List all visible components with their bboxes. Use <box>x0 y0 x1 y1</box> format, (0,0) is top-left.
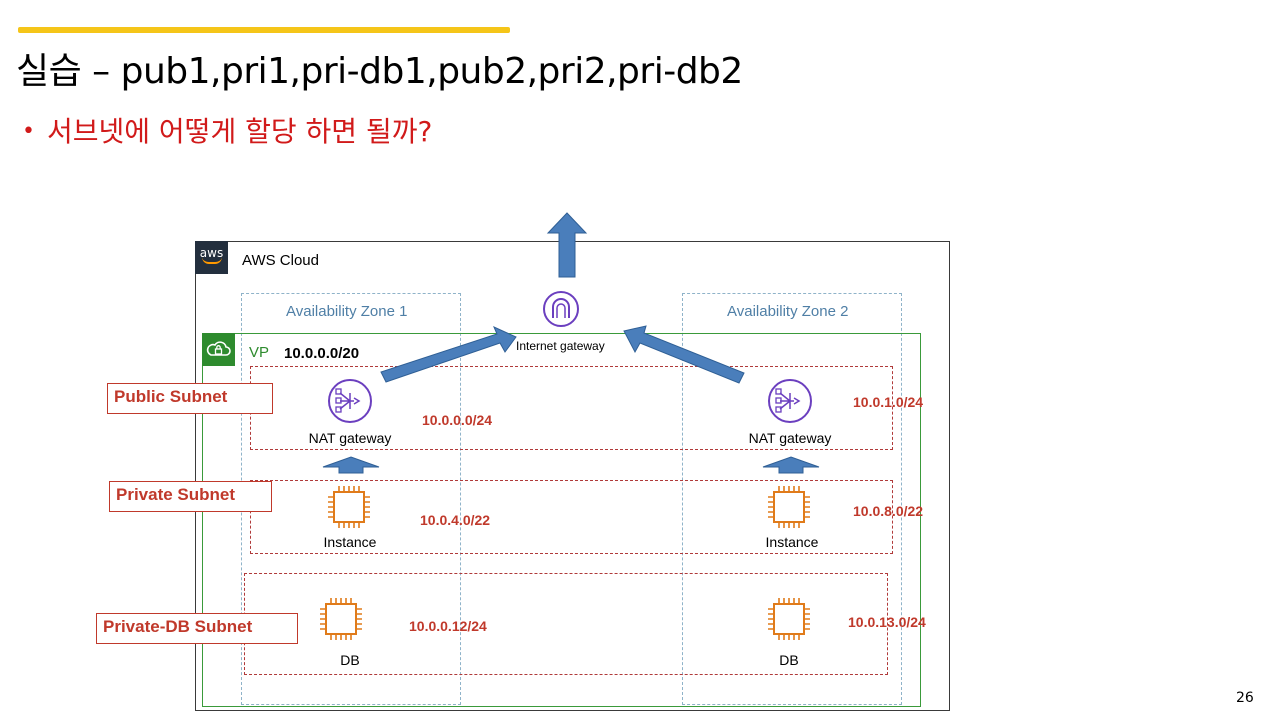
nat1-to-igw-arrow <box>380 326 517 383</box>
nat-gateway-label-az1: NAT gateway <box>308 430 392 446</box>
db-chip-icon-az1 <box>319 597 363 641</box>
db-label-az1: DB <box>340 652 360 668</box>
internet-arrow <box>546 212 588 278</box>
private-subnet-tag: Private Subnet <box>109 481 272 512</box>
private-subnet-box <box>250 480 893 554</box>
db-label-az2: DB <box>779 652 799 668</box>
bullet-dot: • <box>22 119 35 144</box>
aws-logo-text: aws <box>199 246 224 260</box>
db-chip-icon-az2 <box>767 597 811 641</box>
nat-gateway-icon-az1 <box>328 379 372 423</box>
instance-chip-icon-az1 <box>327 485 371 529</box>
aws-logo-icon: aws <box>195 241 228 274</box>
private-db-subnet-tag: Private-DB Subnet <box>96 613 298 644</box>
nat2-to-igw-arrow <box>623 325 745 384</box>
internet-gateway-icon <box>543 291 579 327</box>
vpc-label: VP <box>249 344 270 361</box>
bullet-text: 서브넷에 어떻게 할당 하면 될까? <box>46 115 433 148</box>
instance-label-az1: Instance <box>323 534 377 550</box>
public-subnet-tag: Public Subnet <box>107 383 273 414</box>
internet-gateway-label: Internet gateway <box>516 339 605 353</box>
vpc-boundary <box>202 333 921 707</box>
slide-title: 실습 – pub1,pri1,pri-db1,pub2,pri2,pri-db2 <box>16 51 743 92</box>
nat-gateway-label-az2: NAT gateway <box>748 430 832 446</box>
instance2-to-nat-arrow <box>762 456 820 474</box>
az1-label: Availability Zone 1 <box>286 303 408 320</box>
instance1-to-nat-arrow <box>322 456 380 474</box>
instance-chip-icon-az2 <box>767 485 811 529</box>
private-subnet-cidr-az1: 10.0.4.0/22 <box>420 512 491 528</box>
aws-cloud-label: AWS Cloud <box>242 252 319 269</box>
accent-bar <box>18 27 510 33</box>
public-subnet-cidr-az2: 10.0.1.0/24 <box>853 394 924 410</box>
db-subnet-cidr-az2: 10.0.13.0/24 <box>848 614 926 630</box>
instance-label-az2: Instance <box>765 534 819 550</box>
az2-label: Availability Zone 2 <box>727 303 849 320</box>
private-subnet-cidr-az2: 10.0.8.0/22 <box>853 503 924 519</box>
public-subnet-cidr-az1: 10.0.0.0/24 <box>422 412 493 428</box>
page-number: 26 <box>1236 690 1254 706</box>
vpc-cloud-lock-icon <box>202 333 235 366</box>
db-subnet-cidr-az1: 10.0.0.12/24 <box>409 618 487 634</box>
nat-gateway-icon-az2 <box>768 379 812 423</box>
availability-zone-2 <box>682 293 902 705</box>
vpc-cidr: 10.0.0.0/20 <box>284 345 360 362</box>
bullet-question: • 서브넷에 어떻게 할당 하면 될까? <box>22 110 432 150</box>
